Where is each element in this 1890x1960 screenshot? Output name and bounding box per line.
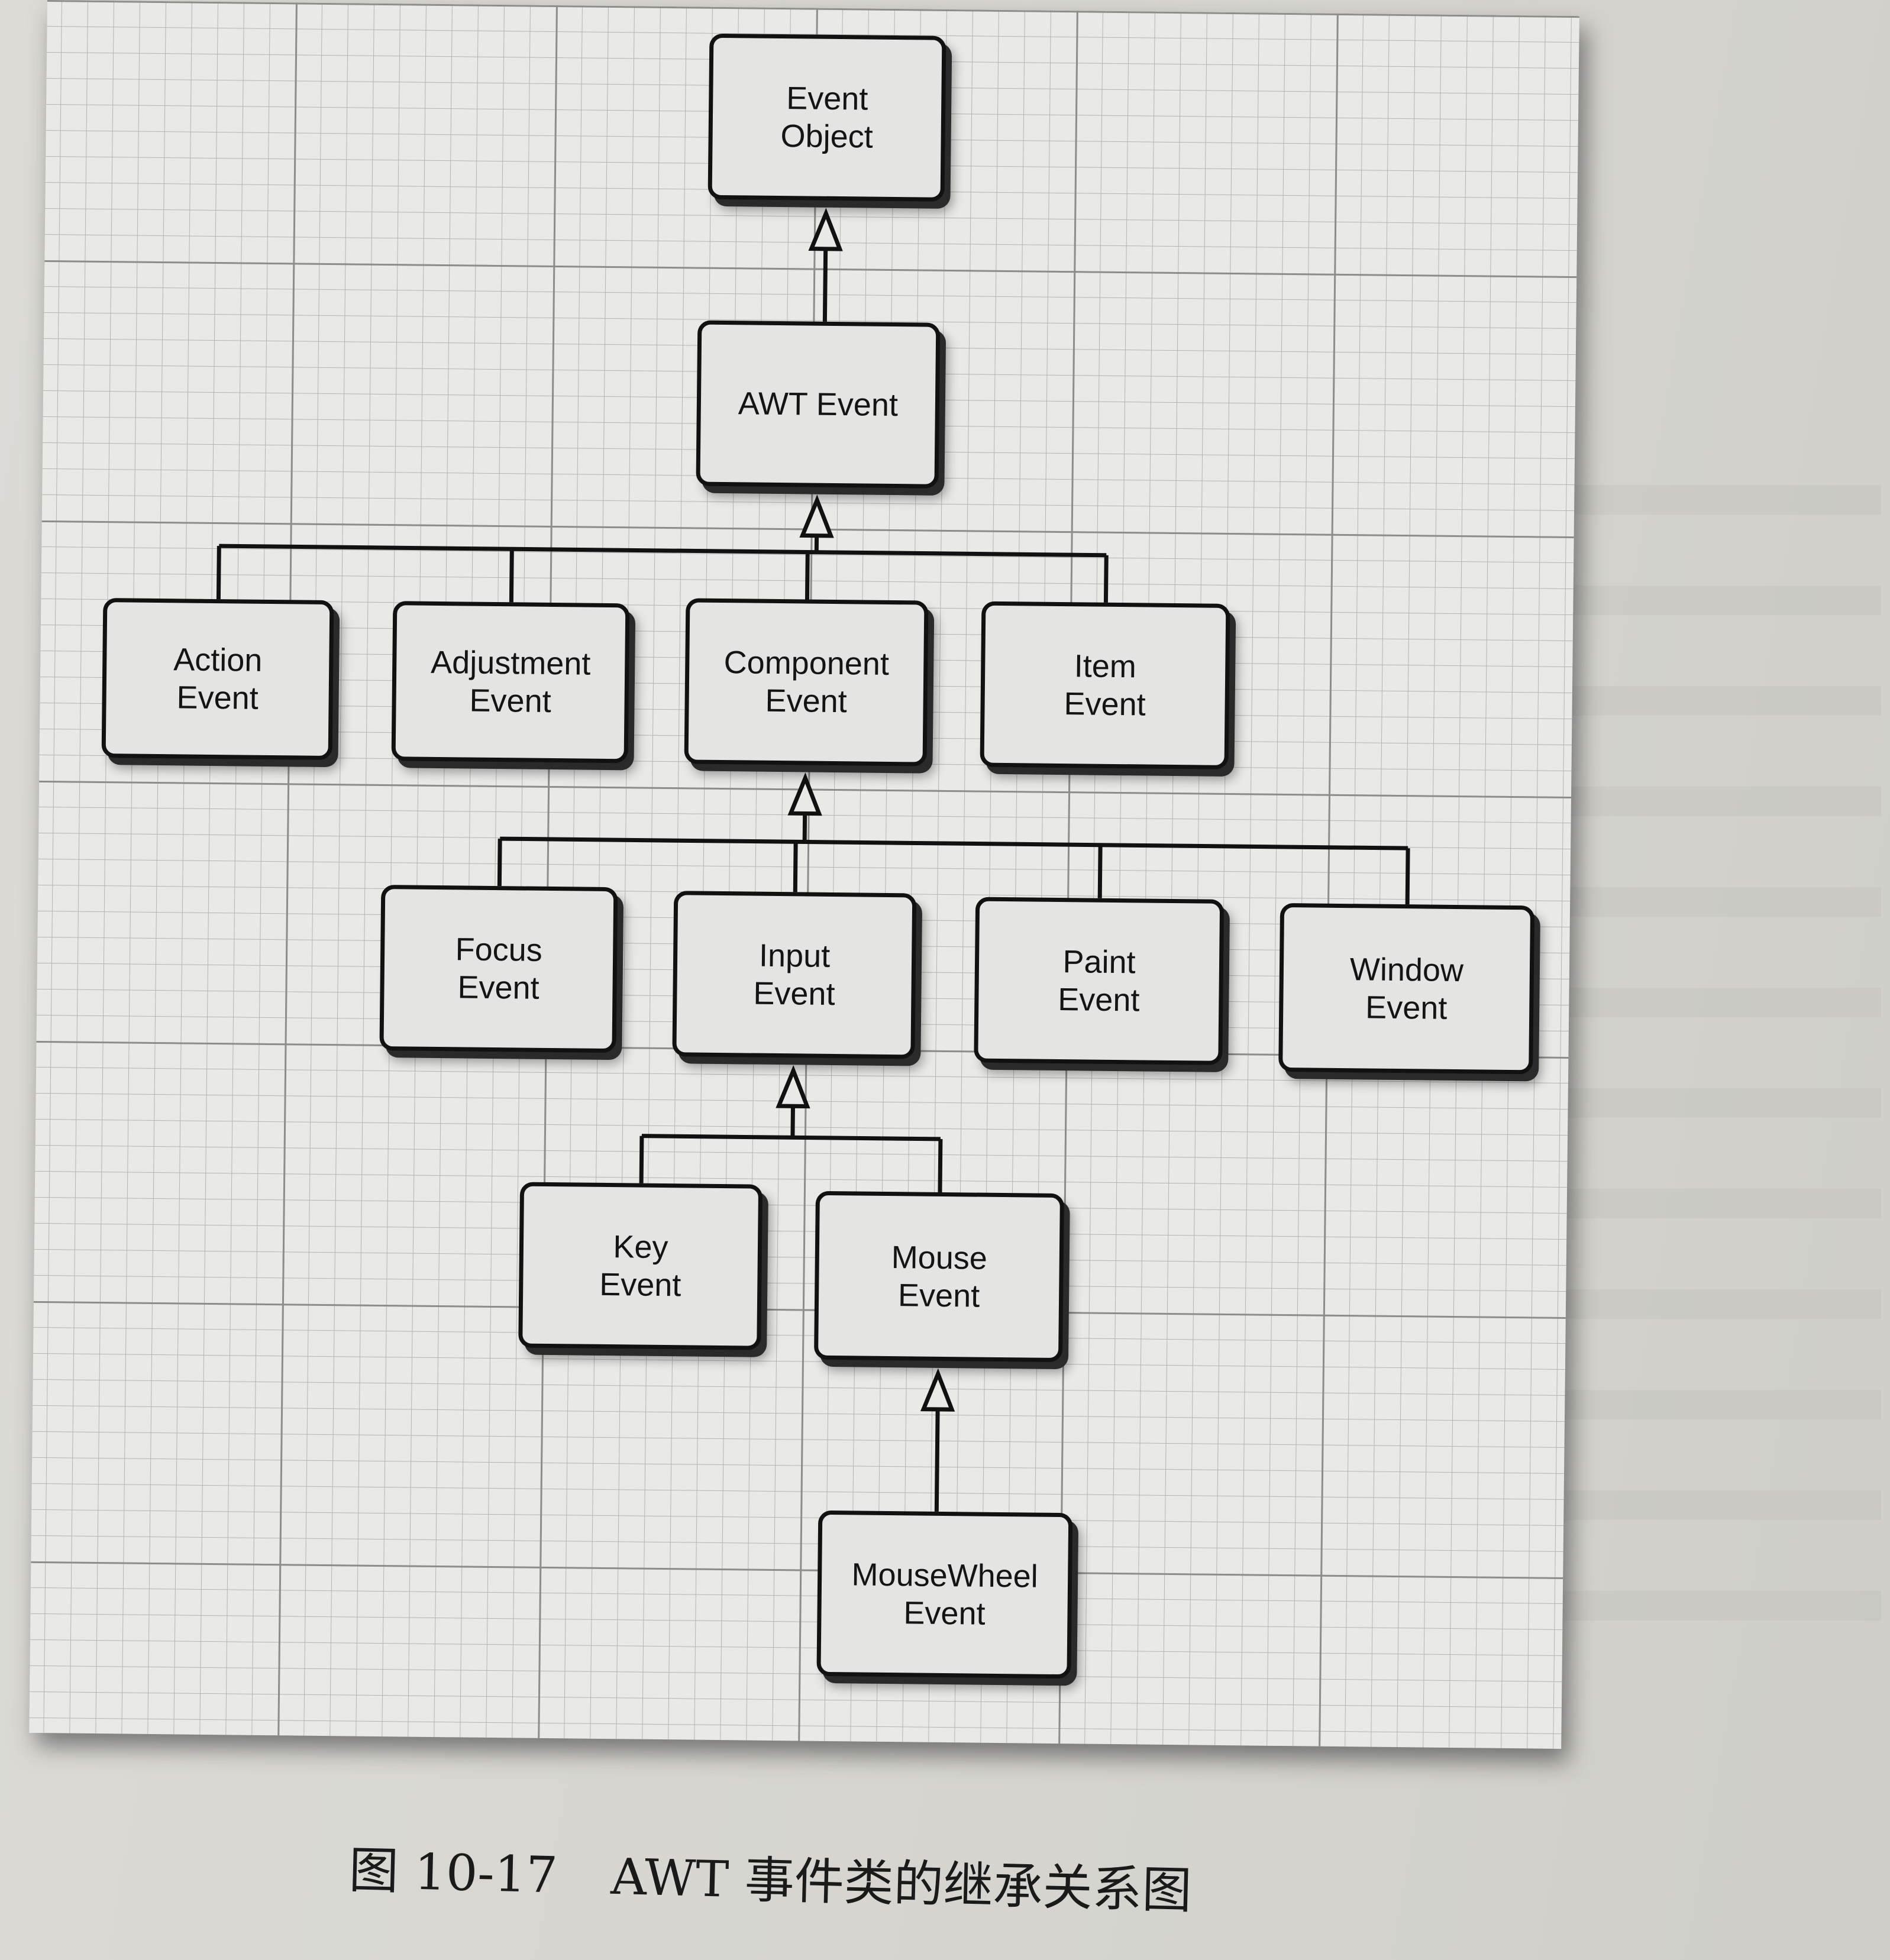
figure-title: AWT 事件类的继承关系图: [610, 1847, 1193, 1920]
inheritance-branch: [1405, 848, 1410, 905]
node-label-line: Event: [765, 683, 848, 720]
inheritance-connector: [934, 1409, 940, 1512]
node-label-line: Event: [1064, 686, 1146, 723]
inheritance-bus: [641, 1134, 941, 1141]
node-label-line: Object: [780, 118, 873, 155]
inheritance-branch: [938, 1139, 943, 1192]
node-label-line: Event: [897, 1277, 980, 1314]
inheritance-branch: [509, 549, 514, 603]
inheritance-bus: [500, 836, 1408, 850]
node-label-line: Action: [173, 642, 263, 678]
node-label-line: Event: [1365, 989, 1448, 1026]
inheritance-arrowhead: [776, 1065, 810, 1109]
inheritance-branch: [639, 1136, 644, 1183]
inheritance-branch: [793, 842, 798, 892]
node-label-line: Event: [469, 683, 551, 719]
inheritance-branch: [216, 546, 221, 600]
node-label-line: Event: [753, 975, 835, 1013]
node-label-line: Event: [176, 680, 259, 716]
inheritance-branch: [497, 839, 502, 887]
node-label-line: Input: [758, 937, 831, 974]
node-label-line: MouseWheel: [851, 1557, 1039, 1594]
inheritance-arrowhead: [799, 494, 834, 538]
node-label-line: Event: [1058, 981, 1140, 1018]
inheritance-bus: [219, 544, 1107, 558]
node-label-line: Event: [786, 80, 868, 117]
node-label-line: Event: [457, 969, 539, 1006]
inheritance-arrowhead: [808, 208, 843, 251]
node-label-line: Item: [1074, 648, 1137, 685]
awt-event-node: AWT Event: [696, 320, 941, 489]
node-label-line: Component: [723, 645, 890, 682]
node-label-line: Paint: [1062, 944, 1136, 981]
node-label-line: Focus: [455, 932, 543, 968]
node-label-line: Window: [1349, 951, 1464, 988]
node-label-line: Key: [613, 1229, 668, 1266]
inheritance-arrowhead: [787, 772, 822, 816]
node-label-line: Adjustment: [430, 644, 591, 682]
figure-label: 图 10-17: [348, 1841, 558, 1904]
node-label-line: Mouse: [891, 1239, 988, 1276]
node-label-line: AWT Event: [738, 386, 899, 423]
node-label-line: Event: [903, 1595, 986, 1632]
inheritance-arrowhead: [920, 1368, 955, 1412]
node-label-line: Event: [599, 1266, 681, 1304]
connector-layer: [216, 208, 1410, 1512]
